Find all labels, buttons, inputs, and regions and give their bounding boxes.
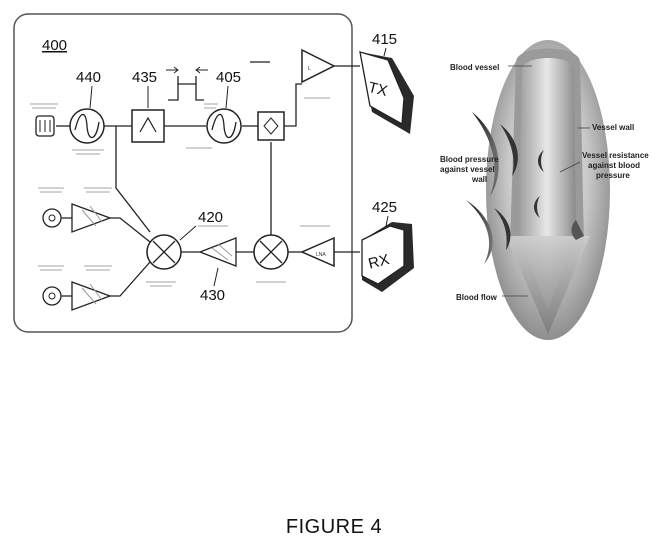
svg-text:LNA: LNA	[316, 252, 326, 258]
label-resistance-2: against blood	[588, 161, 640, 170]
tx-antenna: TX	[360, 52, 414, 134]
mixer-420	[147, 235, 181, 269]
block-435	[132, 110, 164, 142]
ref-425: 425	[372, 199, 397, 216]
label-blood-flow: Blood flow	[456, 293, 498, 302]
ref-440: 440	[76, 69, 101, 86]
label-vessel-wall: Vessel wall	[592, 123, 634, 132]
rx-mixer	[254, 235, 288, 269]
oscillator-440	[70, 109, 104, 143]
label-resistance-1: Vessel resistance	[582, 151, 649, 160]
label-blood-vessel: Blood vessel	[450, 63, 499, 72]
label-pressure-2: against vessel	[440, 165, 495, 174]
ref-420: 420	[198, 209, 223, 226]
label-resistance-3: pressure	[596, 171, 630, 180]
block-label-400: 400	[42, 37, 67, 54]
svg-text:L: L	[308, 66, 311, 72]
ref-430: 430	[200, 287, 225, 304]
ref-405: 405	[216, 69, 241, 86]
label-pressure-1: Blood pressure	[440, 155, 499, 164]
figure-caption: FIGURE 4	[0, 516, 668, 539]
ref-435: 435	[132, 69, 157, 86]
label-pressure-3: wall	[471, 175, 487, 184]
circuit-block: 400	[14, 14, 360, 332]
ref-415: 415	[372, 31, 397, 48]
rx-antenna: RX	[362, 222, 414, 292]
oscillator-405	[207, 109, 241, 143]
coupler	[258, 112, 284, 140]
